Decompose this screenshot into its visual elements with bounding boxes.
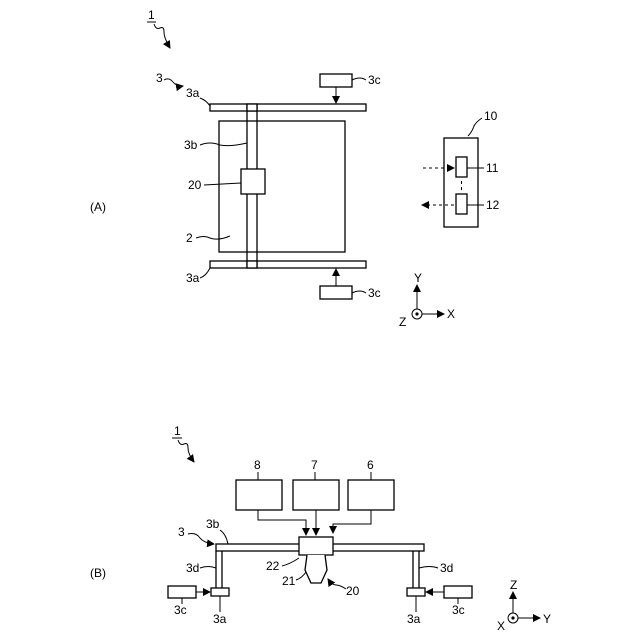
axis-a-y-label: Y (414, 271, 422, 285)
axis-b-y-label: Y (543, 612, 551, 626)
axis-a-z-dot (415, 312, 418, 315)
fig-a-ref-3c-top: 3c (368, 73, 381, 87)
fig-a-ref-3b: 3b (184, 138, 198, 152)
actuator-3c-right (444, 586, 472, 598)
fig-a-ref-2: 2 (186, 231, 193, 245)
unit-8 (236, 480, 282, 510)
fig-b-ref-3b-leader (220, 530, 228, 544)
fig-b-ref-3c-right: 3c (452, 603, 465, 617)
unit-7 (293, 480, 339, 510)
fig-b-ref-21-leader (296, 572, 306, 580)
fig-b-ref-3c-left: 3c (174, 603, 187, 617)
beam-3b-bottom-joint (247, 261, 257, 268)
axis-a-z-label: Z (399, 315, 406, 329)
fig-a-ref-10-leader (468, 118, 482, 136)
fig-b-ref-22: 22 (266, 559, 280, 573)
fig-a-ref-3c-top-leader (352, 78, 366, 80)
fig-b-ref-3-leader (188, 534, 214, 545)
fig-b-ref-3: 3 (178, 525, 185, 539)
fig-b-ref-3a-right: 3a (407, 612, 421, 626)
fig-a-ref-3a-top-leader (200, 98, 210, 106)
fig-a-ref-3-leader (164, 79, 183, 86)
fig-b-ref-20: 20 (346, 584, 360, 598)
line-8-to-head (258, 510, 306, 535)
fig-b-ref-3d-left-leader (200, 567, 216, 569)
fig-a-ref-10: 10 (484, 109, 498, 123)
rail-3a-bottom (210, 261, 366, 268)
fig-b-ref-3b: 3b (206, 517, 220, 531)
rail-3a-top (210, 104, 366, 111)
fig-b-ref-6: 6 (367, 458, 374, 472)
fig-b-ref-8: 8 (254, 458, 261, 472)
head-22 (299, 537, 333, 555)
fig-a-ref-11: 11 (486, 161, 499, 175)
fig-b-ref-3a-left: 3a (213, 612, 227, 626)
fig-b-ref-3d-right-leader (419, 567, 438, 569)
figure-b: 1 8 7 6 (B) (90, 424, 551, 633)
unit-6 (348, 480, 394, 510)
actuator-3c-left (168, 586, 196, 598)
rail-3a-right (407, 588, 425, 596)
axis-b-z-label: Z (510, 578, 517, 592)
fig-b-ref-20-leader (328, 579, 346, 589)
axis-b-x-dot (511, 616, 514, 619)
fig-b-ref-1-leader (178, 440, 194, 462)
fig-a-ref-3c-bottom: 3c (368, 286, 381, 300)
fig-b-ref-21: 21 (282, 574, 296, 588)
fig-a-ref-3c-bottom-leader (352, 291, 366, 293)
fig-b-ref-3d-left: 3d (186, 561, 199, 575)
actuator-3c-bottom (320, 286, 352, 299)
rail-3a-left (211, 588, 229, 596)
fig-a-ref-1-leader (154, 24, 170, 48)
fig-b-ref-1: 1 (174, 424, 181, 438)
fig-b-panel-label: (B) (90, 566, 106, 580)
axis-a-x-label: X (447, 307, 455, 321)
fig-a-ref-20: 20 (188, 178, 202, 192)
unit-11 (456, 157, 467, 177)
fig-a-panel-label: (A) (90, 200, 106, 214)
fig-a-ref-1: 1 (148, 8, 155, 22)
line-6-to-head (333, 510, 371, 533)
fig-a-ref-3a-bottom-leader (200, 268, 210, 278)
fig-b-ref-3d-right: 3d (440, 561, 453, 575)
actuator-3c-top (320, 74, 352, 87)
workpiece-2 (219, 121, 345, 252)
unit-12 (456, 194, 467, 214)
beam-3b-top-joint (247, 104, 257, 111)
fig-a-ref-3a-bottom: 3a (186, 271, 200, 285)
axis-b-x-label: X (497, 619, 505, 633)
fig-b-ref-22-leader (282, 558, 299, 566)
figure-a: 1 3 3a 3b 20 2 3a (90, 8, 500, 329)
fig-a-ref-3: 3 (156, 71, 163, 85)
head-20 (241, 169, 265, 194)
fig-a-ref-3a-top: 3a (186, 86, 200, 100)
fig-b-ref-7: 7 (311, 458, 318, 472)
nozzle-21 (305, 555, 327, 583)
fig-a-ref-12: 12 (486, 198, 500, 212)
